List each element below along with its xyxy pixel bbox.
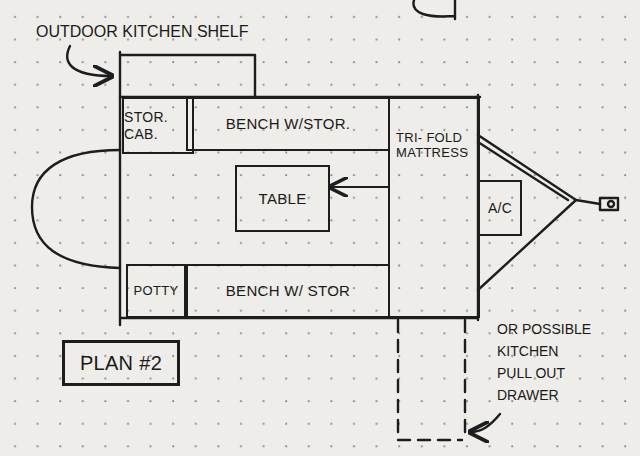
trailer-tongue (478, 135, 576, 290)
room-label: TRI- FOLD MATTRESS (396, 131, 468, 161)
drawer-leader-arrow (470, 414, 500, 432)
fold-out-arrow (330, 186, 388, 188)
table-box: TABLE (235, 165, 330, 232)
kitchen-shelf (120, 52, 255, 97)
hitch-ball (608, 201, 614, 207)
room-label: STOR. CAB. (124, 109, 192, 141)
room-label: BENCH W/STOR. (226, 115, 350, 132)
room-label: A/C (488, 200, 512, 216)
ac-unit: A/C (478, 180, 522, 236)
storage-cabinet: STOR. CAB. (122, 97, 194, 154)
shelf-leader-arrow (67, 46, 112, 76)
callout-label: OUTDOOR KITCHEN SHELF (36, 21, 248, 43)
room-label: BENCH W/ STOR (226, 282, 350, 299)
callout-label: OR POSSIBLE KITCHEN PULL OUT DRAWER (497, 318, 594, 406)
hitch-coupler (600, 198, 618, 210)
trailer-body (120, 95, 480, 325)
bench-storage: BENCH W/ STOR (186, 264, 390, 318)
partial-sketch (413, 0, 455, 19)
room-label: PLAN #2 (80, 352, 162, 375)
hitch-bar (576, 200, 600, 204)
trailer-rounded-end (32, 150, 120, 268)
room-label: TABLE (259, 190, 307, 207)
bench-storage: BENCH W/STOR. (186, 97, 390, 151)
room-label: POTTY (134, 284, 179, 299)
potty-box: POTTY (126, 264, 186, 318)
mattress-area: TRI- FOLD MATTRESS (388, 97, 480, 318)
plan-title-box: PLAN #2 (62, 340, 180, 386)
pull-out-drawer (398, 320, 465, 440)
